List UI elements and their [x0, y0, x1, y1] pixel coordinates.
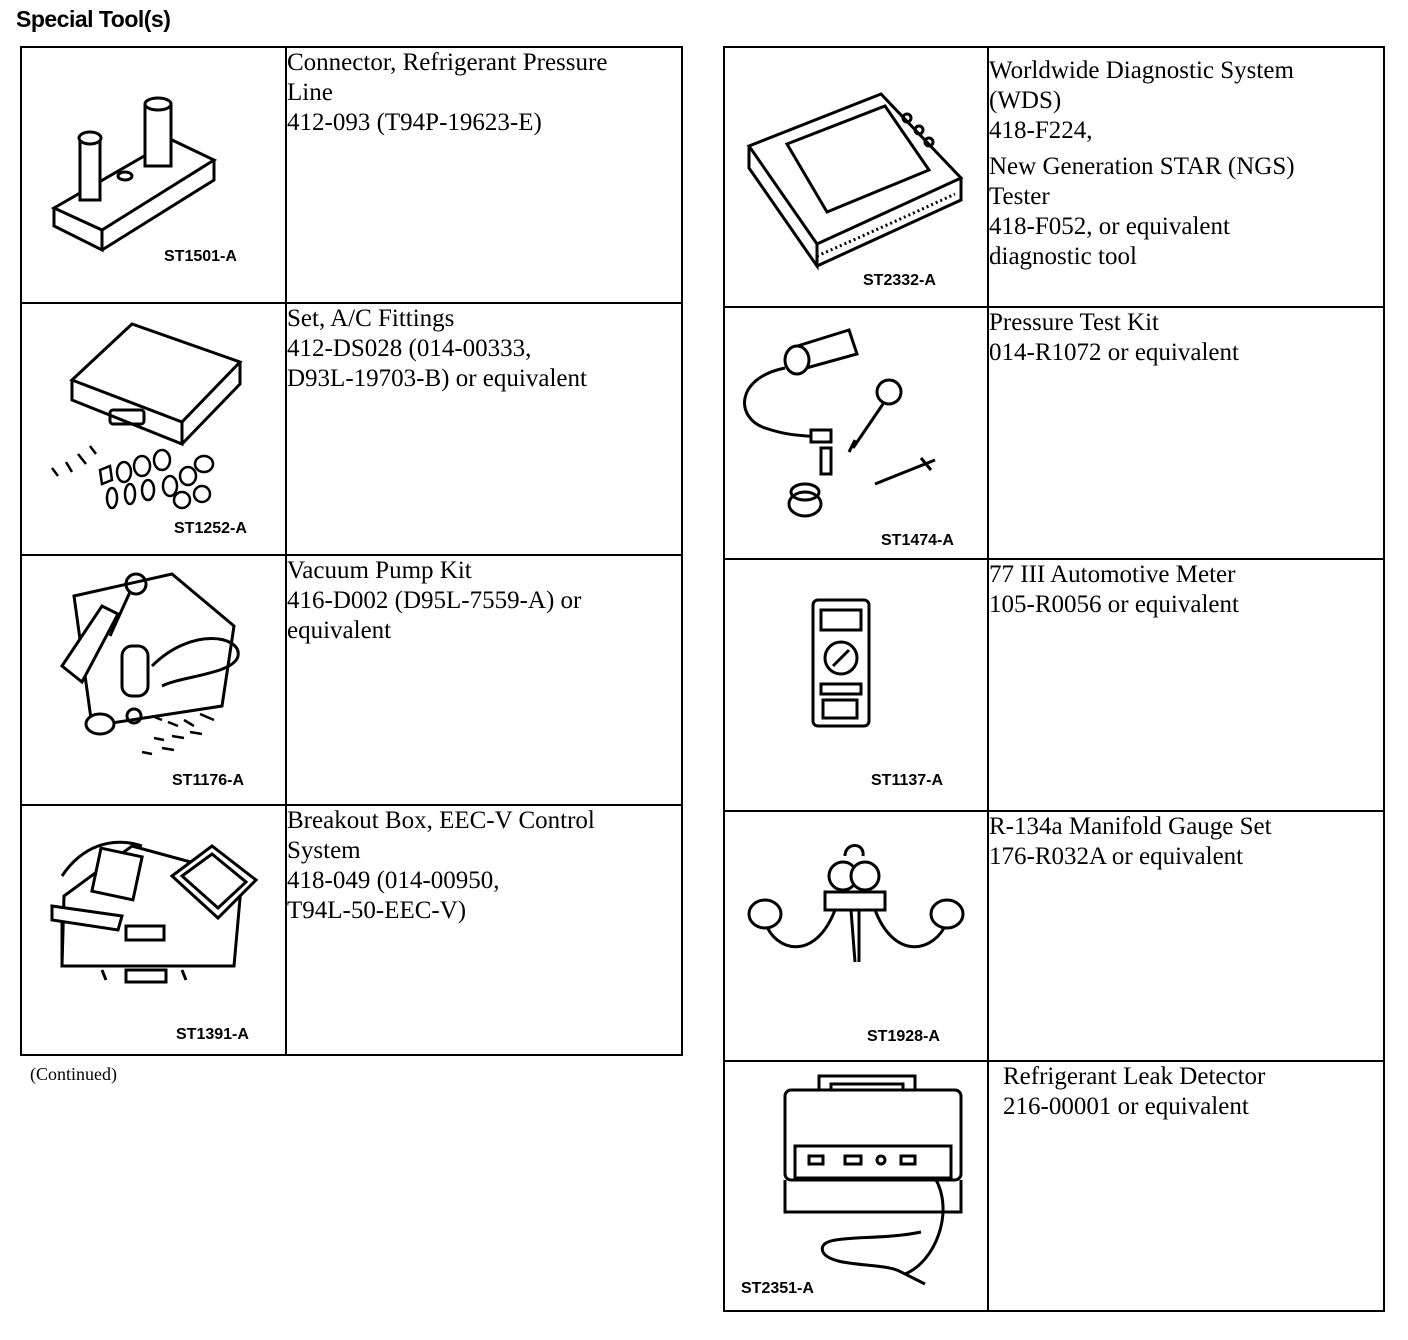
tool-description: Connector, Refrigerant Pressure Line 412… — [285, 46, 683, 304]
tool-illustration-cell: ST2332-A — [723, 46, 989, 308]
tool-row: ST1252-A Set, A/C Fittings 412-DS028 (01… — [20, 302, 683, 556]
desc-line: Vacuum Pump Kit — [287, 557, 472, 584]
pressure-line-connector-illustration — [50, 96, 218, 253]
breakout-box-illustration — [50, 840, 259, 984]
tool-code: ST1501-A — [164, 248, 237, 265]
leak-detector-illustration — [783, 1074, 963, 1286]
tool-code: ST1137-A — [871, 772, 944, 789]
tool-code: ST2351-A — [741, 1280, 814, 1297]
desc-line: 216-00001 or equivalent — [1003, 1093, 1249, 1120]
desc-line: System — [287, 837, 361, 864]
desc-line: 416-D002 (D95L-7559-A) or — [287, 587, 582, 614]
tool-illustration-cell: ST2351-A — [723, 1060, 989, 1312]
desc-line: Pressure Test Kit — [989, 309, 1159, 336]
desc-line: New Generation STAR (NGS) — [989, 153, 1295, 180]
desc-line: Connector, Refrigerant Pressure — [287, 49, 608, 76]
manifold-gauge-set-illustration — [747, 844, 965, 963]
diagnostic-tester-illustration — [746, 92, 964, 271]
tool-code: ST1176-A — [172, 772, 245, 789]
desc-line: Worldwide Diagnostic System — [989, 57, 1294, 84]
desc-line: 412-DS028 (014-00333, — [287, 335, 532, 362]
desc-line: 176-R032A or equivalent — [989, 843, 1244, 870]
tool-row: ST1928-A R-134a Manifold Gauge Set 176-R… — [723, 810, 1385, 1062]
right-tools-table: ST2332-A Worldwide Diagnostic System (WD… — [723, 46, 1385, 1312]
tool-row: ST2351-A Refrigerant Leak Detector 216-0… — [723, 1060, 1385, 1312]
desc-line: Line — [287, 79, 333, 106]
tool-illustration-cell: ST1391-A — [20, 804, 287, 1056]
continued-note: (Continued) — [30, 1064, 117, 1084]
desc-line: 418-F224, — [989, 117, 1093, 144]
tool-description: Worldwide Diagnostic System (WDS) 418-F2… — [987, 46, 1385, 308]
desc-line: 105-R0056 or equivalent — [989, 591, 1239, 618]
ac-fittings-set-illustration — [51, 322, 243, 510]
tool-description: Vacuum Pump Kit 416-D002 (D95L-7559-A) o… — [285, 554, 683, 806]
left-tools-table: ST1501-A Connector, Refrigerant Pressure… — [20, 46, 683, 1056]
tool-code: ST1391-A — [176, 1026, 249, 1043]
tool-illustration-cell: ST1501-A — [20, 46, 287, 304]
tool-row: ST1474-A Pressure Test Kit 014-R1072 or … — [723, 306, 1385, 560]
tool-code: ST2332-A — [863, 272, 936, 289]
desc-line: Set, A/C Fittings — [287, 305, 455, 332]
tool-row: ST1176-A Vacuum Pump Kit 416-D002 (D95L-… — [20, 554, 683, 806]
tool-row: ST1391-A Breakout Box, EEC-V Control Sys… — [20, 804, 683, 1056]
tool-illustration-cell: ST1928-A — [723, 810, 989, 1062]
desc-line: T94L-50-EEC-V) — [287, 897, 467, 924]
tool-illustration-cell: ST1137-A — [723, 558, 989, 812]
tool-description: Refrigerant Leak Detector 216-00001 or e… — [987, 1060, 1385, 1312]
tool-row: ST2332-A Worldwide Diagnostic System (WD… — [723, 46, 1385, 308]
desc-line: equivalent — [287, 617, 392, 644]
desc-line: 418-F052, or equivalent — [989, 213, 1230, 240]
tool-code: ST1928-A — [867, 1028, 940, 1045]
desc-line: D93L-19703-B) or equivalent — [287, 365, 587, 392]
desc-line: Refrigerant Leak Detector — [1003, 1063, 1266, 1090]
page-heading: Special Tool(s) — [16, 6, 171, 32]
desc-line: (WDS) — [989, 87, 1062, 114]
tool-illustration-cell: ST1176-A — [20, 554, 287, 806]
vacuum-pump-kit-illustration — [59, 572, 240, 756]
desc-line: 418-049 (014-00950, — [287, 867, 500, 894]
desc-line: Breakout Box, EEC-V Control — [287, 807, 595, 834]
tool-row: ST1137-A 77 III Automotive Meter 105-R00… — [723, 558, 1385, 812]
desc-line: Tester — [989, 183, 1050, 210]
tool-description: 77 III Automotive Meter 105-R0056 or equ… — [987, 558, 1385, 812]
tool-code: ST1474-A — [881, 532, 954, 549]
tool-description: Set, A/C Fittings 412-DS028 (014-00333, … — [285, 302, 683, 556]
desc-line: R-134a Manifold Gauge Set — [989, 813, 1272, 840]
tool-illustration-cell: ST1474-A — [723, 306, 989, 560]
desc-line: 412-093 (T94P-19623-E) — [287, 109, 542, 136]
desc-line: 014-R1072 or equivalent — [989, 339, 1239, 366]
automotive-meter-illustration — [811, 598, 871, 728]
tool-description: Breakout Box, EEC-V Control System 418-0… — [285, 804, 683, 1056]
desc-line: 77 III Automotive Meter — [989, 561, 1236, 588]
tool-code: ST1252-A — [174, 520, 247, 537]
tool-illustration-cell: ST1252-A — [20, 302, 287, 556]
tool-description: Pressure Test Kit 014-R1072 or equivalen… — [987, 306, 1385, 560]
desc-line: diagnostic tool — [989, 243, 1137, 270]
tool-description: R-134a Manifold Gauge Set 176-R032A or e… — [987, 810, 1385, 1062]
tool-row: ST1501-A Connector, Refrigerant Pressure… — [20, 46, 683, 304]
pressure-test-kit-illustration — [743, 328, 936, 518]
